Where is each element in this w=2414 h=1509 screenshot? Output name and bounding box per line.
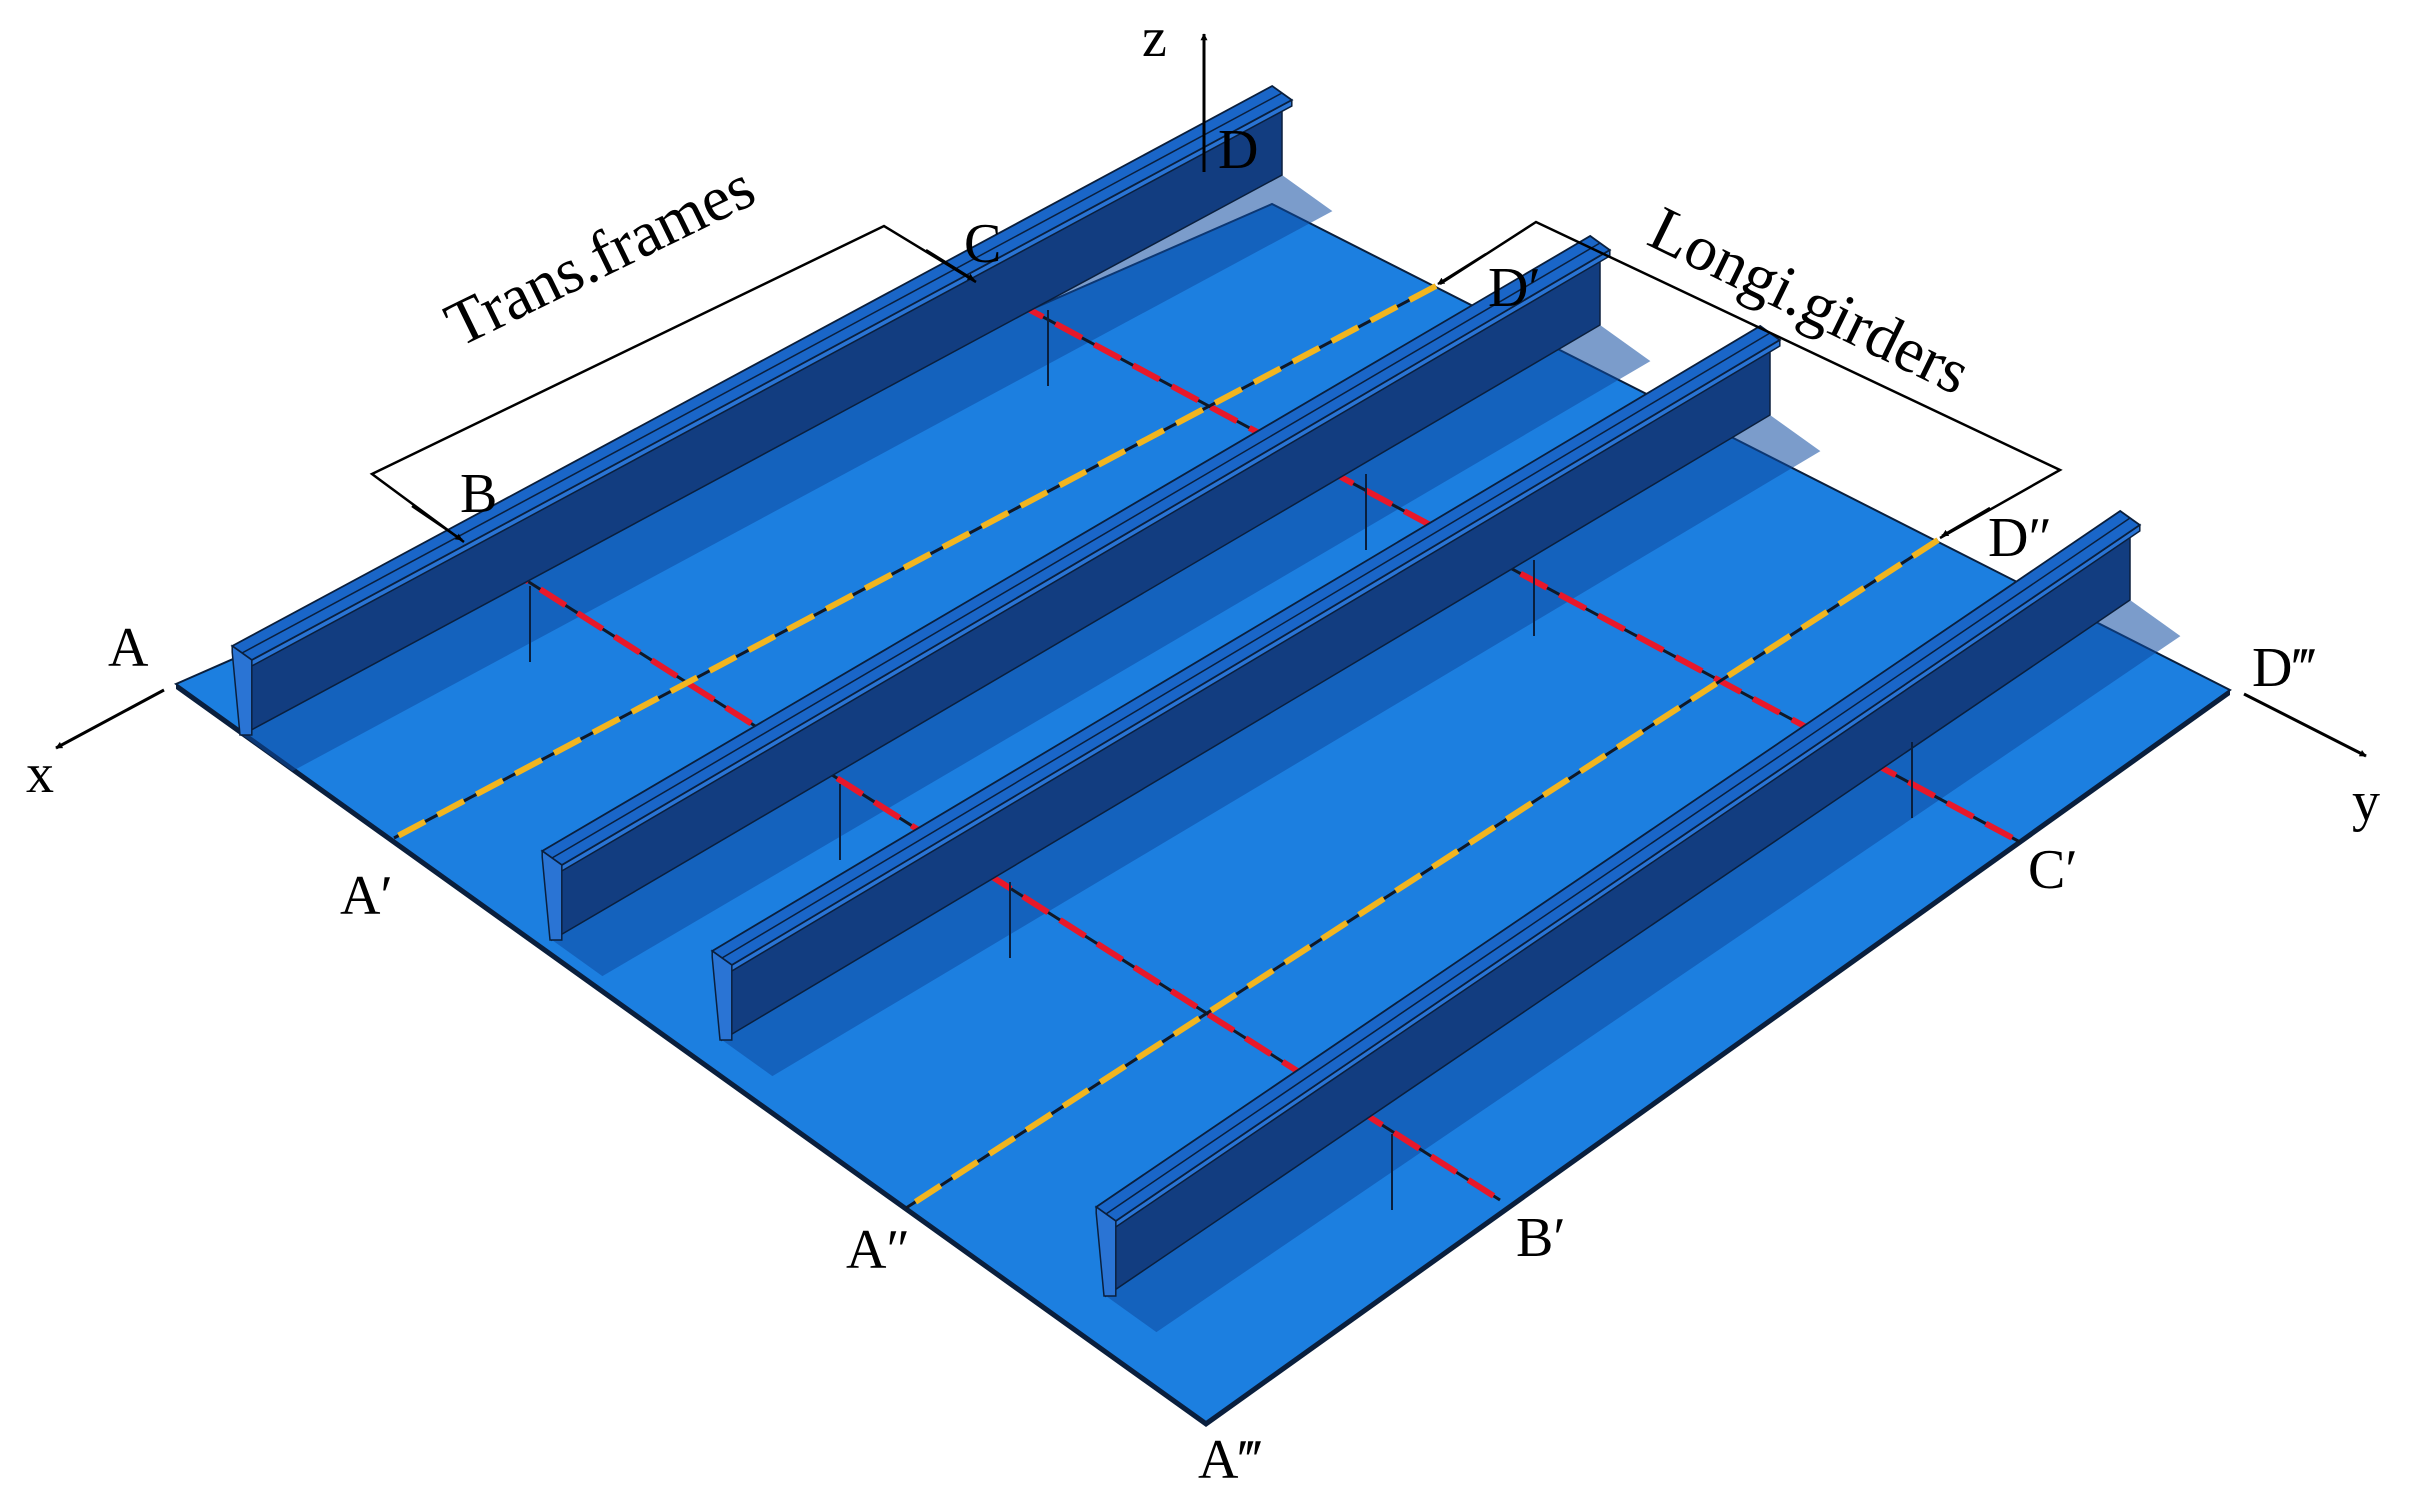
point-label-A: A xyxy=(108,617,149,679)
trans-frames-arrow-B xyxy=(411,504,463,542)
stiffener-end-cap-3 xyxy=(711,949,733,1041)
longitudinal-girder-line-2 xyxy=(904,537,1940,1211)
stiffener-ridge-2 xyxy=(551,242,1601,859)
point-label-C: C xyxy=(964,213,1002,275)
y-axis-arrow xyxy=(2243,692,2367,758)
point-label-A-triple-prime: A‴ xyxy=(1198,1429,1262,1491)
point-label-A-prime: A′ xyxy=(340,865,393,927)
trans-frames-bracket xyxy=(369,224,977,544)
point-label-D-double-prime: D″ xyxy=(1988,507,2052,569)
longitudinal-girder-line-1 xyxy=(392,283,1438,841)
longi-girders-bracket xyxy=(1439,220,2063,540)
stiffener-shadow-3 xyxy=(722,415,1821,1077)
stiffener-end-cap-1 xyxy=(231,644,253,736)
point-label-D: D xyxy=(1218,119,1259,181)
plate-front-edge xyxy=(176,684,1206,1427)
point-label-D-prime: D′ xyxy=(1488,257,1541,319)
axis-label-x: x xyxy=(26,743,54,805)
point-label-A-double-prime: A″ xyxy=(846,1219,910,1281)
stiffener-ridge-4 xyxy=(1105,517,2131,1215)
point-label-D-triple-prime: D‴ xyxy=(2252,637,2316,699)
point-label-B: B xyxy=(460,463,498,525)
stiffener-shadow-2 xyxy=(552,325,1651,977)
plate-right-edge xyxy=(1206,690,2230,1427)
trans-frames-arrow-C xyxy=(925,248,975,282)
x-axis-arrow xyxy=(55,688,165,750)
stiffener-end-cap-2 xyxy=(541,849,563,941)
longi-girders-arrow-D2 xyxy=(1941,506,1991,538)
axis-label-z: z xyxy=(1142,7,1167,69)
point-label-C-prime: C′ xyxy=(2028,839,2078,901)
longi-girders-arrow-D1 xyxy=(1437,252,1487,286)
stiffener-ridge-3 xyxy=(721,332,1771,959)
stiffener-ridge-1 xyxy=(241,92,1283,654)
annotations-layer xyxy=(55,33,2367,758)
stiffeners-layer xyxy=(230,84,2142,1298)
point-label-B-prime: B′ xyxy=(1516,1207,1566,1269)
stiffener-end-cap-4 xyxy=(1095,1205,1117,1297)
axis-label-y: y xyxy=(2352,771,2380,833)
